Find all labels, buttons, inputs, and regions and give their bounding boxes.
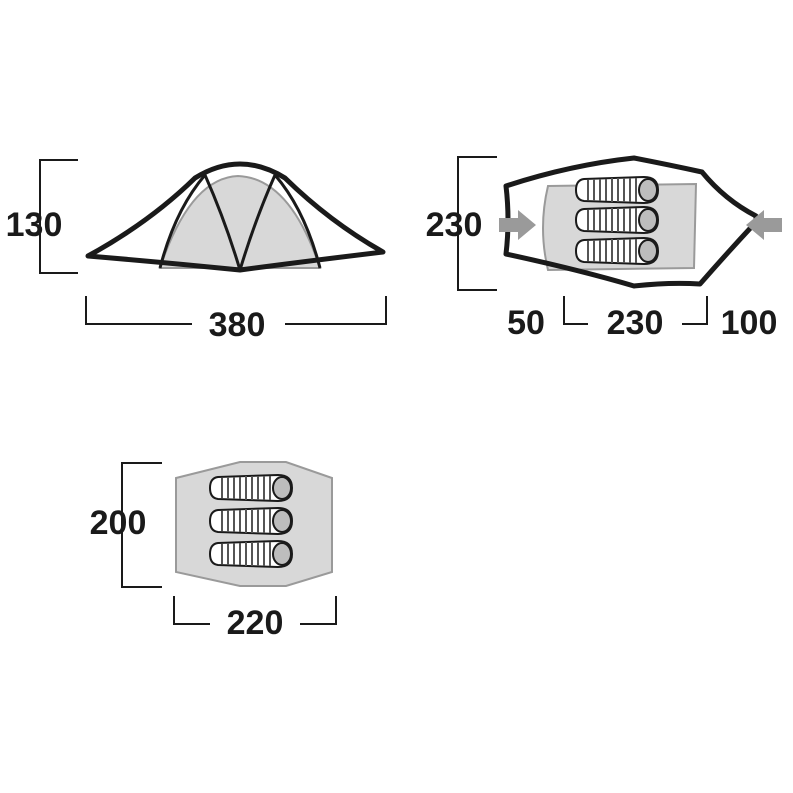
top-sleeping-bag-3 <box>575 237 659 265</box>
top-width-label: 230 <box>426 206 483 244</box>
inner-sleeping-bag-3 <box>209 540 293 568</box>
side-length-bracket-right <box>285 296 387 325</box>
inner-width-bracket <box>121 462 162 588</box>
top-width-bracket <box>457 156 497 291</box>
side-height-bracket <box>39 159 78 274</box>
inner-length-bracket-right <box>300 596 337 625</box>
top-inner-length-label: 230 <box>607 304 664 342</box>
inner-sleeping-bag-2 <box>209 507 293 535</box>
top-vestibule-rear-label: 100 <box>721 304 778 342</box>
inner-tent-view: 200 220 <box>90 461 337 642</box>
side-view: 130 380 <box>6 159 387 344</box>
side-length-label: 380 <box>209 306 266 344</box>
inner-length-label: 220 <box>227 604 284 642</box>
side-inner-tent <box>158 174 322 269</box>
entrance-arrow-front-icon <box>499 210 536 240</box>
side-outer-fly <box>85 161 386 273</box>
top-view: 230 50 230 100 <box>426 155 782 342</box>
entrance-arrow-rear-icon <box>746 210 782 240</box>
inner-sleeping-bag-1 <box>209 474 293 502</box>
top-outer-fly <box>503 155 759 289</box>
side-pole-right <box>238 172 322 271</box>
side-height-label: 130 <box>6 206 63 244</box>
side-length-bracket-left <box>85 296 192 325</box>
side-pole-left <box>158 172 242 271</box>
inner-length-bracket-left <box>173 596 210 625</box>
inner-width-label: 200 <box>90 504 147 542</box>
top-inner-length-bracket-right <box>682 296 708 325</box>
top-vestibule-front-label: 50 <box>507 304 545 342</box>
top-sleeping-bag-1 <box>575 176 659 204</box>
top-sleeping-bag-2 <box>575 206 659 234</box>
top-inner-length-bracket-left <box>563 296 588 325</box>
